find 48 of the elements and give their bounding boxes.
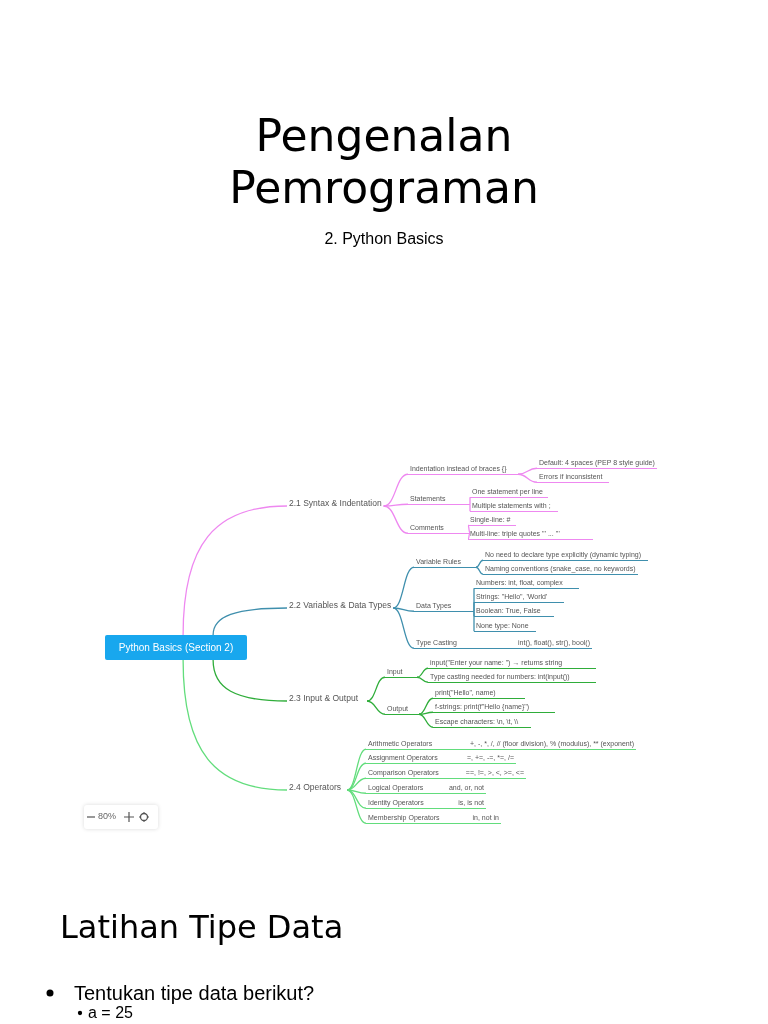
connector-line (182, 505, 288, 636)
connector-line (473, 610, 475, 632)
branch-line (366, 797, 486, 809)
branch-line (414, 637, 592, 649)
connector-line (418, 697, 434, 715)
connector-line (392, 566, 415, 609)
connector-line (469, 496, 471, 505)
bullet-text: Tentukan tipe data berikut? (74, 982, 315, 1005)
connector-line (517, 473, 538, 483)
connector-line (392, 607, 415, 649)
slide-heading: Latihan Tipe Data (60, 908, 344, 946)
connector-line (182, 659, 288, 791)
connector-line (383, 505, 409, 534)
connector-line (418, 713, 434, 728)
connector-line (366, 700, 386, 715)
topic-label: 2.3 Input & Output (287, 692, 367, 706)
connector-line (517, 467, 538, 475)
connector-line (212, 607, 288, 636)
zoom-level: 80% (98, 811, 116, 822)
branch-line (366, 752, 516, 764)
connector-line (346, 789, 367, 794)
connector-line (392, 607, 415, 612)
connector-line (475, 566, 484, 575)
connector-line (212, 659, 288, 702)
connector-line (467, 524, 471, 534)
connector-line (469, 503, 471, 512)
connector-line (366, 676, 386, 702)
connector-line (346, 762, 367, 791)
bullet-text: a = 25 (88, 1004, 133, 1022)
connector-line (418, 711, 434, 715)
connector-line (383, 473, 409, 507)
connector-line (467, 532, 471, 540)
topic-label: 2.2 Variables & Data Types (287, 599, 394, 613)
connector-line (416, 667, 429, 678)
branch-line (366, 738, 636, 750)
topic-label: 2.4 Operators (287, 781, 347, 795)
connector-line (416, 676, 429, 683)
topic-label: 2.1 Syntax & Indentation (287, 497, 384, 511)
slide-subtitle: 2. Python Basics (323, 230, 445, 248)
connector-line (383, 503, 409, 507)
branch-line (366, 812, 501, 824)
connector-line (475, 559, 484, 568)
connector-line (473, 601, 475, 612)
branch-line (366, 782, 486, 794)
connector-line (346, 789, 367, 824)
slide-title: Pengenalan Pemrograman (228, 110, 540, 214)
root-node: Python Basics (Section 2) (105, 635, 247, 660)
branch-line (366, 767, 526, 779)
